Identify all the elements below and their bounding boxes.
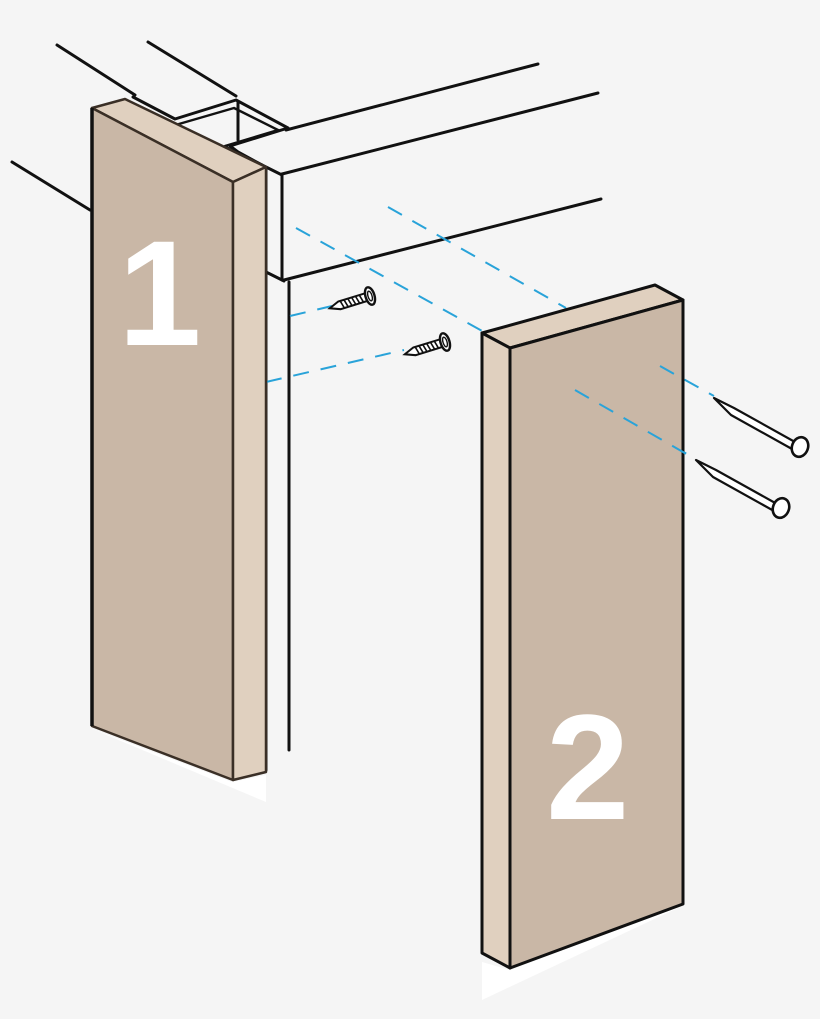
nail-2 [694,458,791,520]
screw-1-head [363,286,377,306]
screw-1-shank [327,292,369,311]
beam-bottom-edge [282,197,603,282]
board-2-label: 2 [546,683,630,851]
guide-line-board2-top-left [295,227,485,333]
beam-corner-bottom [264,270,286,283]
guide-line-board2-top-right [387,206,567,309]
guide-line-screw-1 [289,305,333,317]
board-2-side-edge [480,331,512,970]
screw-1-thread [339,294,365,309]
board-1-shadow [90,728,266,802]
nail-2-shank [694,458,779,513]
beam-upper-edge [280,91,600,176]
board-2 [480,283,691,1000]
board-2-shadow [482,906,682,1000]
board-1 [90,97,268,802]
board-2-face [508,298,685,970]
beam-top-edge [284,62,540,132]
guide-line-screw-2 [265,349,405,383]
screw-2-head [438,332,452,352]
nail-1 [712,396,810,459]
guide-line-nail-2-on-board [574,389,691,457]
screw-1 [327,286,377,311]
board-1-side-edge [231,165,268,782]
frame-rail-top-left [55,43,137,97]
screw-2 [402,332,452,357]
frame-rail-top-mid [146,40,238,98]
nail-2-head [771,496,791,520]
board-1-label: 1 [118,209,202,377]
nail-1-shank [712,396,797,451]
frame-rail-left [10,160,92,212]
screw-2-shank [402,338,444,357]
screw-2-thread [414,340,440,355]
guide-line-nail-1-on-board [659,365,684,380]
nail-1-head [790,435,810,459]
